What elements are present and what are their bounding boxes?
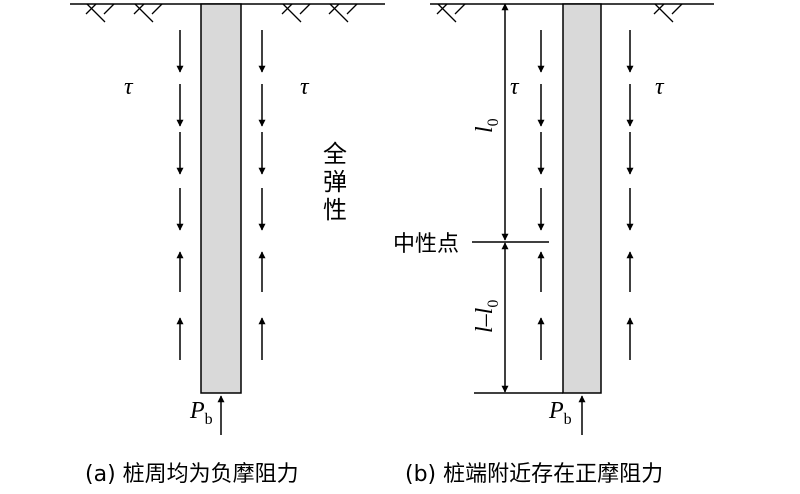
pile-a (200, 3, 242, 394)
tau-label-right-b: τ (655, 74, 665, 100)
pile-b (562, 3, 602, 394)
diagram-b: τ τ l0 l–l0 中性点 Pb (b) 桩端附近存在正摩阻力 (393, 3, 714, 487)
soil-hatch-b (436, 3, 683, 23)
l0-label: l0 (472, 118, 502, 133)
caption-b: (b) 桩端附近存在正摩阻力 (405, 462, 663, 487)
neutral-point-label: 中性点 (393, 232, 459, 257)
tau-label-left-a: τ (124, 74, 134, 100)
tau-label-left-b: τ (510, 74, 520, 100)
full-elastic-char-2: 弹 (323, 168, 347, 196)
soil-hatch-a (85, 3, 358, 23)
caption-a: (a) 桩周均为负摩阻力 (85, 462, 299, 487)
pb-label-a: Pb (189, 398, 213, 428)
full-elastic-char-1: 全 (323, 140, 347, 168)
tau-label-right-a: τ (300, 74, 310, 100)
l-minus-l0-label: l–l0 (472, 300, 502, 333)
pb-label-b: Pb (548, 398, 572, 428)
diagram-a: τ τ 全 弹 性 Pb (a) 桩周均为负摩阻力 (70, 3, 385, 487)
full-elastic-char-3: 性 (323, 196, 347, 224)
